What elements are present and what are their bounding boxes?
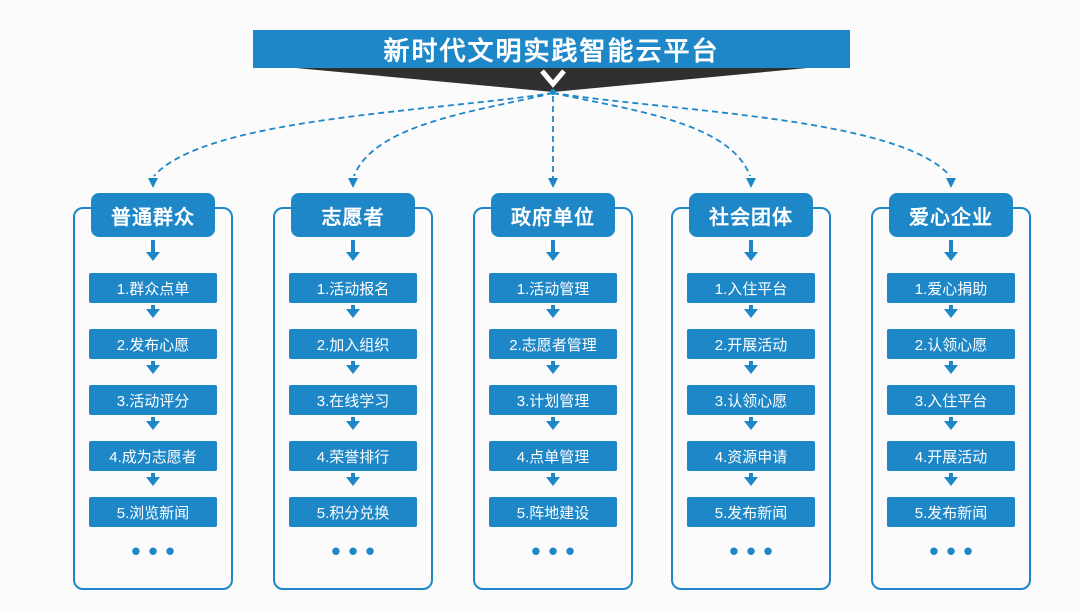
down-arrow-icon [944,237,958,273]
down-arrow-icon [546,359,560,385]
ellipsis-more: ••• [331,536,383,566]
ellipsis-more: ••• [131,536,183,566]
flow-step: 2.加入组织 [289,329,417,359]
flow-step: 4.成为志愿者 [89,441,217,471]
down-arrow-icon [944,415,958,441]
connector-to-volunteers [353,92,554,177]
arrowhead-social-groups [746,178,756,188]
down-arrow-icon [146,415,160,441]
flow-step: 1.入住平台 [687,273,815,303]
down-arrow-icon [944,471,958,497]
down-arrow-icon [146,237,160,273]
down-arrow-icon [146,303,160,329]
down-arrow-icon [744,471,758,497]
arrowhead-volunteers [348,178,358,188]
column-general-public: 普通群众 1.群众点单 2.发布心愿 3.活动评分 4.成为志愿者 5.浏览新闻… [73,193,233,590]
down-arrow-icon [944,303,958,329]
connector-to-general-public [153,92,554,177]
column-social-groups: 社会团体 1.入住平台 2.开展活动 3.认领心愿 4.资源申请 5.发布新闻 … [671,193,831,590]
flow-step: 3.认领心愿 [687,385,815,415]
flow-step: 5.浏览新闻 [89,497,217,527]
flow-step: 2.认领心愿 [887,329,1015,359]
column-volunteers: 志愿者 1.活动报名 2.加入组织 3.在线学习 4.荣誉排行 5.积分兑换 •… [273,193,433,590]
flow-step: 2.开展活动 [687,329,815,359]
down-arrow-icon [546,415,560,441]
column-header: 政府单位 [491,193,615,237]
column-government-units: 政府单位 1.活动管理 2.志愿者管理 3.计划管理 4.点单管理 5.阵地建设… [473,193,633,590]
column-header: 普通群众 [91,193,215,237]
column-header: 志愿者 [291,193,415,237]
arrowhead-charity-enterprises [946,178,956,188]
down-arrow-icon [546,471,560,497]
flow-step: 2.发布心愿 [89,329,217,359]
title-ribbon-shadow [253,64,850,92]
flow-step: 3.入住平台 [887,385,1015,415]
flow-step: 3.在线学习 [289,385,417,415]
flow-step: 1.活动报名 [289,273,417,303]
down-arrow-icon [744,303,758,329]
down-arrow-icon [744,359,758,385]
down-arrow-icon [346,471,360,497]
down-arrow-icon [346,415,360,441]
flow-step: 5.积分兑换 [289,497,417,527]
down-arrow-icon [346,303,360,329]
down-arrow-icon [744,237,758,273]
down-arrow-icon [146,471,160,497]
down-arrow-icon [546,303,560,329]
connector-to-social-groups [552,92,751,177]
arrowhead-general-public [148,178,158,188]
down-arrow-icon [546,237,560,273]
flow-step: 4.资源申请 [687,441,815,471]
column-header: 爱心企业 [889,193,1013,237]
flow-step: 4.点单管理 [489,441,617,471]
down-arrow-icon [744,415,758,441]
platform-title-banner: 新时代文明实践智能云平台 [253,30,850,68]
flow-step: 5.发布新闻 [687,497,815,527]
connector-to-charity-enterprises [552,92,951,177]
flow-step: 3.计划管理 [489,385,617,415]
down-arrow-icon [146,359,160,385]
flow-step: 5.阵地建设 [489,497,617,527]
ellipsis-more: ••• [531,536,583,566]
arrowhead-government-units [548,178,558,188]
flow-step: 4.开展活动 [887,441,1015,471]
flow-step: 1.群众点单 [89,273,217,303]
column-header: 社会团体 [689,193,813,237]
ellipsis-more: ••• [929,536,981,566]
down-arrow-icon [346,237,360,273]
flow-step: 3.活动评分 [89,385,217,415]
down-arrow-icon [540,69,566,88]
column-charity-enterprises: 爱心企业 1.爱心捐助 2.认领心愿 3.入住平台 4.开展活动 5.发布新闻 … [871,193,1031,590]
flow-step: 5.发布新闻 [887,497,1015,527]
flow-step: 4.荣誉排行 [289,441,417,471]
ellipsis-more: ••• [729,536,781,566]
down-arrow-icon [346,359,360,385]
down-arrow-icon [944,359,958,385]
flow-step: 1.爱心捐助 [887,273,1015,303]
flow-step: 2.志愿者管理 [489,329,617,359]
fan-origin-dot [550,89,556,95]
flow-step: 1.活动管理 [489,273,617,303]
